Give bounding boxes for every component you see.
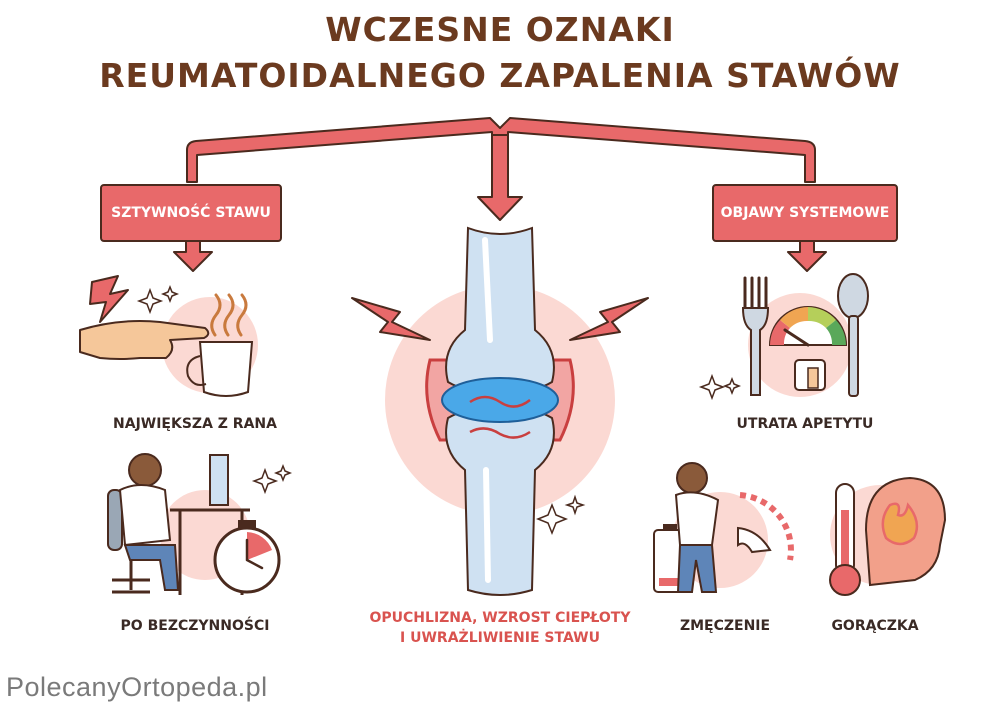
caption-swelling-line-2: I UWRAŻLIWIENIE STAWU [400,630,600,646]
pain-bolt-hand [89,275,129,323]
site-logo: PolecanyOrtopeda.pl [6,672,268,703]
category-tag-systemic-symptoms: OBJAWY SYSTEMOWE [712,184,898,242]
page-title-line-1: WCZESNE OZNAKI [325,10,675,49]
caption-swelling: OPUCHLIZNA, WZROST CIEPŁOTY I UWRAŻLIWIE… [320,608,680,648]
fatigue-illustration [653,462,794,593]
caption-fatigue: ZMĘCZENIE [679,618,771,634]
knee-joint-illustration [351,226,649,596]
page-title-line-2: REUMATOIDALNEGO ZAPALENIA STAWÓW [99,56,901,95]
caption-morning-stiffness: NAJWIĘKSZA Z RANA [113,416,277,432]
desk-clock-illustration [107,453,293,595]
arrow-left-down [173,237,213,272]
caption-fever: GORĄCZKA [831,618,919,634]
appetite-gauge-illustration [698,273,869,401]
caption-swelling-line-1: OPUCHLIZNA, WZROST CIEPŁOTY [369,610,631,626]
category-tag-joint-stiffness: SZTYWNOŚĆ STAWU [100,184,282,242]
arrow-right-down [787,237,827,272]
hand-cup-illustration [79,275,258,397]
arrow-center-down [477,134,523,221]
logo-text: PolecanyOrtopeda.pl [6,672,268,702]
caption-loss-of-appetite: UTRATA APETYTU [736,416,874,432]
pain-bolt-right [569,297,649,341]
caption-after-inactivity: PO BEZCZYNNOŚCI [120,618,270,634]
branch-connector [186,117,816,183]
fever-illustration [829,476,947,596]
pain-bolt-left [351,297,431,341]
